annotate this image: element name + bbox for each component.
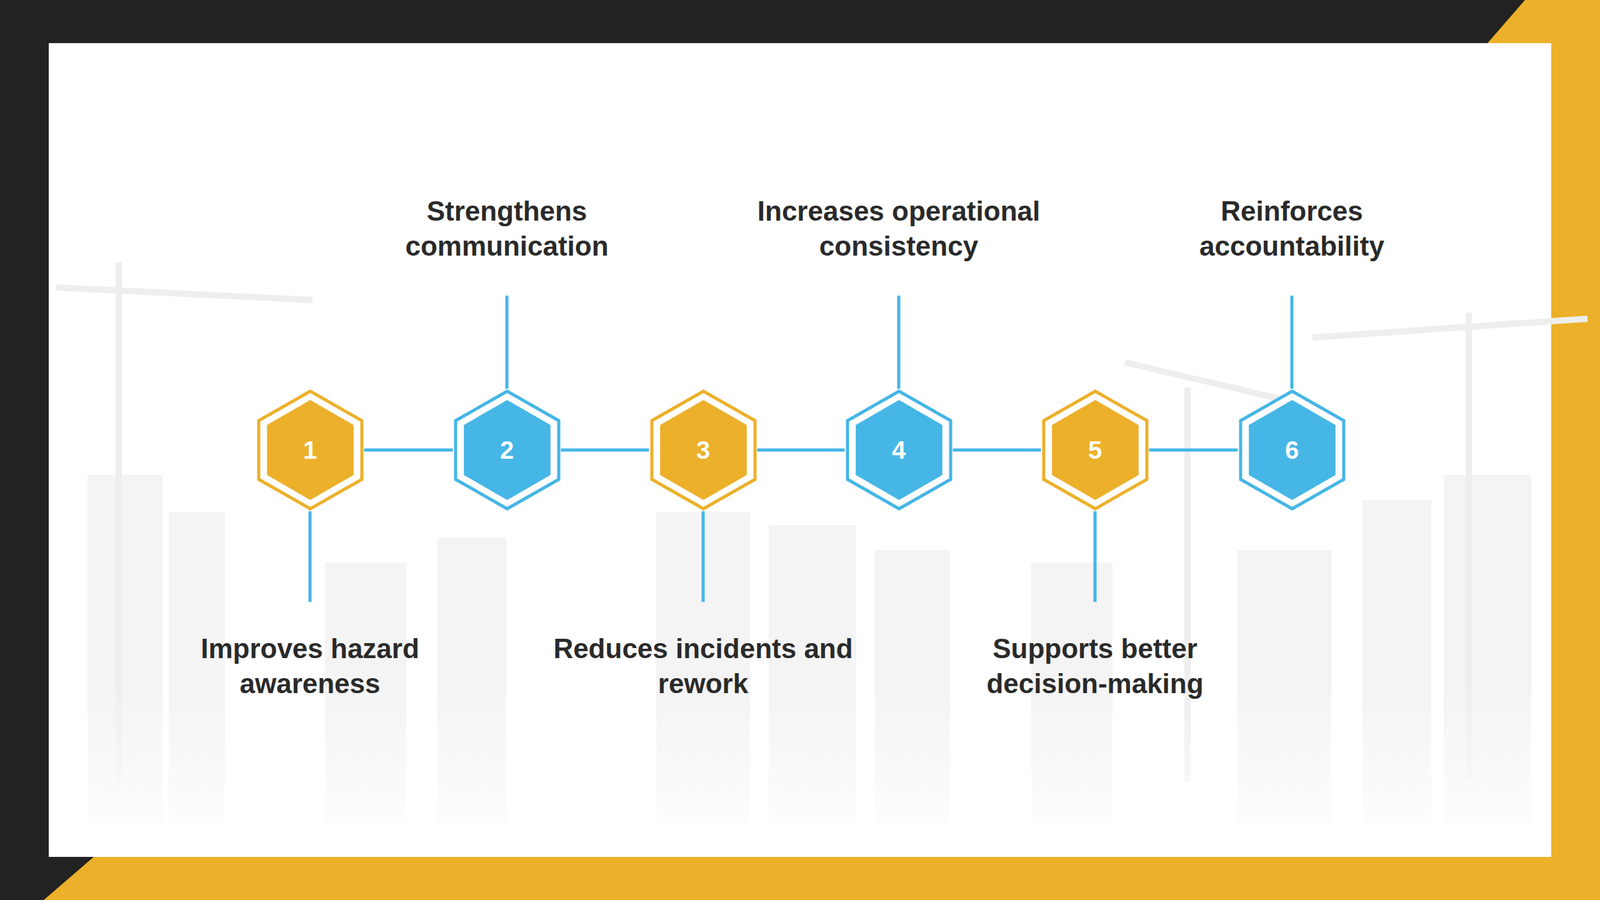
step-number: 5 xyxy=(1041,388,1150,512)
leader-lines xyxy=(310,295,1292,602)
step-label: Increases operational consistency xyxy=(717,193,1080,264)
step-label: Strengthens communication xyxy=(363,193,651,264)
connector-line xyxy=(561,448,650,452)
step-number: 2 xyxy=(453,388,562,512)
step-number: 1 xyxy=(256,388,365,512)
white-card xyxy=(48,43,1552,857)
step-label: Reinforces accountability xyxy=(1148,193,1436,264)
step-label: Reduces incidents and rework xyxy=(550,631,857,702)
hexagon-step: 2Strengthens communication xyxy=(453,388,562,512)
hexagon-step: 4Increases operational consistency xyxy=(845,388,954,512)
hexagon-step: 5Supports better decision-making xyxy=(1041,388,1150,512)
step-number: 6 xyxy=(1238,388,1347,512)
connector-line xyxy=(757,448,845,452)
step-label: Improves hazard awareness xyxy=(166,631,454,702)
step-number: 3 xyxy=(649,388,758,512)
bottom-fade xyxy=(48,687,1552,857)
hexagon-step: 6Reinforces accountability xyxy=(1238,388,1347,512)
connector-line xyxy=(364,448,454,452)
connector-line xyxy=(953,448,1042,452)
connector-line xyxy=(1149,448,1239,452)
hexagon-step: 3Reduces incidents and rework xyxy=(649,388,758,512)
yellow-corner xyxy=(43,0,1600,900)
step-label: Supports better decision-making xyxy=(951,631,1239,702)
step-number: 4 xyxy=(845,388,954,512)
hexagon-step: 1Improves hazard awareness xyxy=(256,388,365,512)
